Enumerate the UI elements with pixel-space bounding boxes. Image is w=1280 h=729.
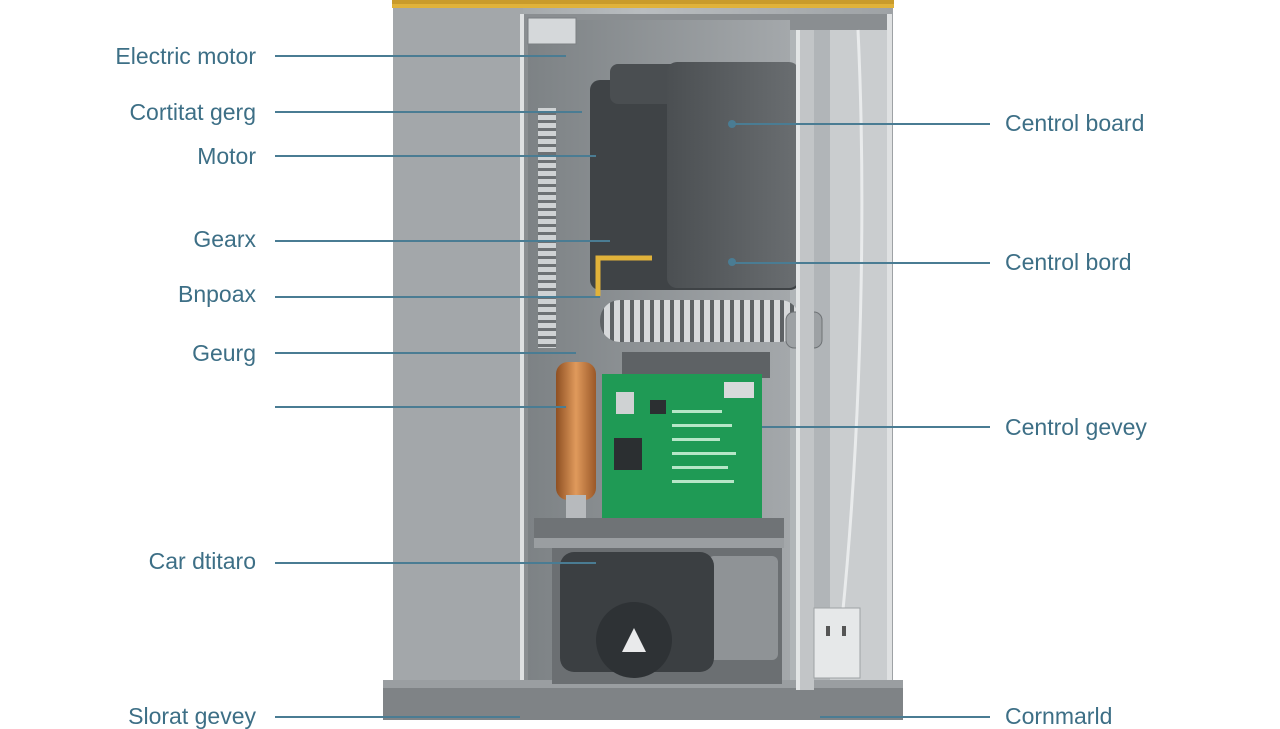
power-socket (813, 607, 861, 679)
lower-motor (552, 548, 782, 684)
label-centrol-bord: Centrol bord (1005, 249, 1132, 275)
control-box (590, 62, 800, 290)
label-gearx: Gearx (193, 226, 256, 252)
label-geurg: Geurg (192, 340, 256, 366)
leader-lines (275, 55, 990, 718)
label-centrol-board: Centrol board (1005, 110, 1145, 136)
copper-coil (556, 362, 596, 519)
label-cortitat-gerg: Cortitat gerg (129, 99, 256, 125)
horizontal-spring (600, 300, 823, 349)
label-car-dtitaro: Car dtitaro (148, 548, 256, 574)
label-electric-motor: Electric motor (115, 43, 256, 69)
vertical-spring (538, 108, 556, 348)
label-slorat-gevey: Slorat gevey (128, 703, 256, 729)
label-motor: Motor (197, 143, 256, 169)
control-pcb (602, 352, 770, 520)
label-bnpoax: Bnpoax (177, 281, 256, 307)
label-cornmarld: Cornmarld (1005, 703, 1113, 729)
label-centrol-gevey: Centrol gevey (1005, 414, 1147, 440)
